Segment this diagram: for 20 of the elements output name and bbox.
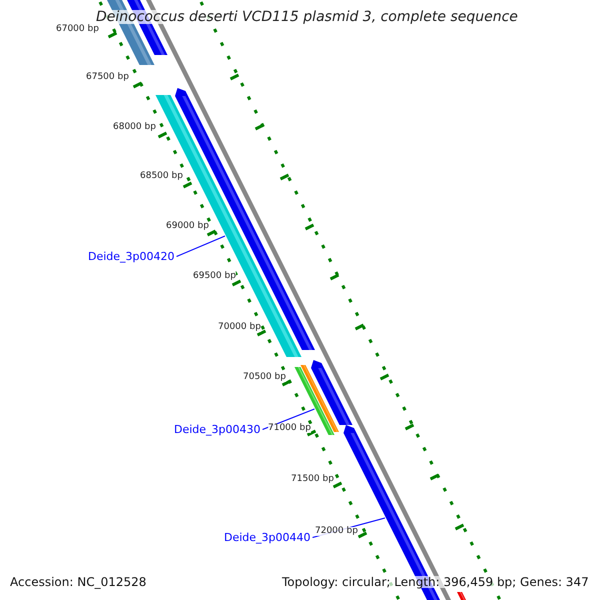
gene-label: Deide_3p00420 xyxy=(88,251,175,262)
summary-text: Topology: circular; Length: 396,459 bp; Genes: 347 xyxy=(282,576,589,588)
diagram-title: Deinococcus deserti VCD115 plasmid 3, complete sequence xyxy=(96,10,518,24)
position-label: 70500 bp xyxy=(243,373,286,382)
position-label: 67500 bp xyxy=(86,73,129,82)
position-label: 69500 bp xyxy=(193,272,236,281)
position-label: 69000 bp xyxy=(166,222,209,231)
gene-segment xyxy=(294,367,334,435)
position-label: 71500 bp xyxy=(291,475,334,484)
leader-line xyxy=(176,236,226,257)
position-label: 72000 bp xyxy=(315,527,358,536)
position-label: 68500 bp xyxy=(140,172,183,181)
position-label: 71000 bp xyxy=(268,424,311,433)
gene-segment xyxy=(344,425,442,600)
position-label: 67000 bp xyxy=(56,25,99,34)
position-label: 68000 bp xyxy=(113,123,156,132)
accession-label: Accession: NC_012528 xyxy=(10,576,146,588)
gene-label: Deide_3p00440 xyxy=(224,532,311,543)
gene-label: Deide_3p00430 xyxy=(174,424,261,435)
position-label: 70000 bp xyxy=(218,323,261,332)
